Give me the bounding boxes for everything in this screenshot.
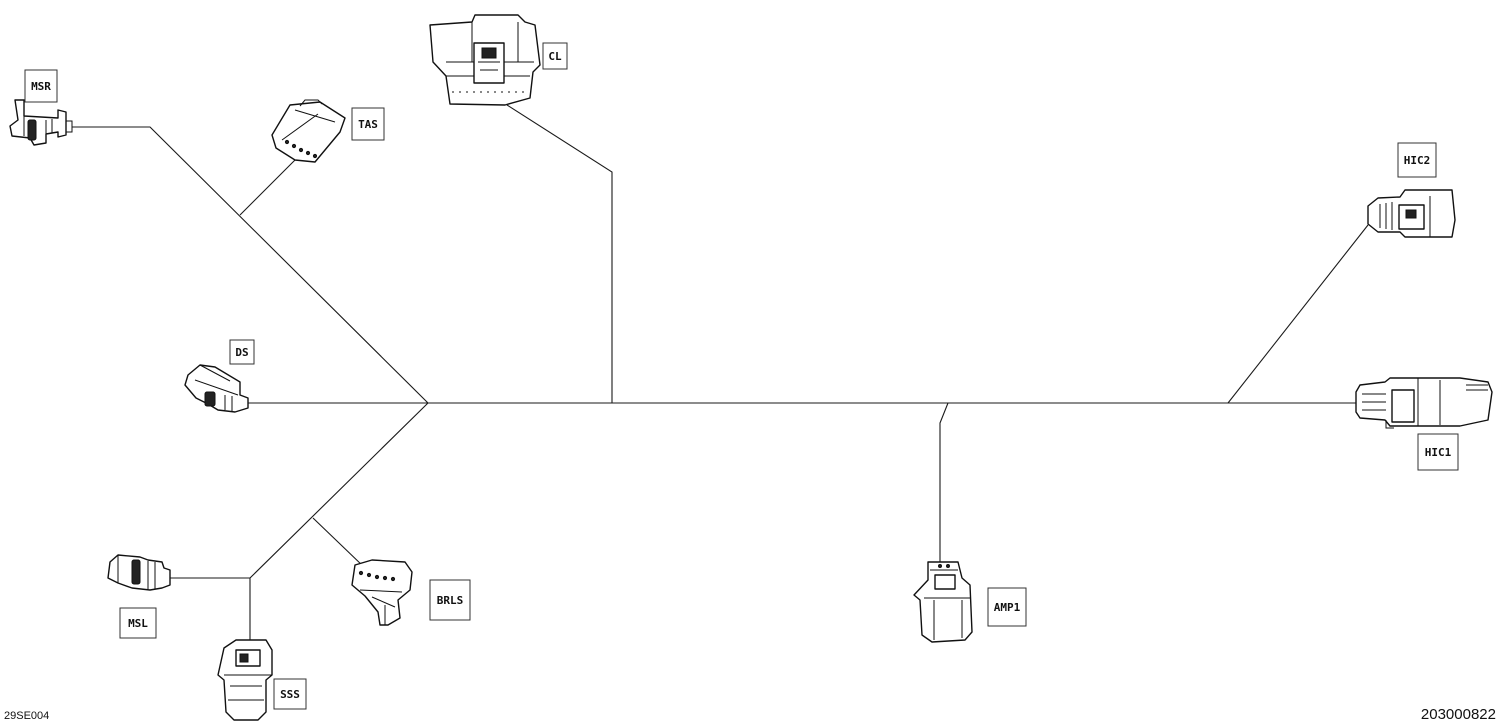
label-cl: CL (542, 42, 568, 70)
wire-tas (239, 151, 304, 216)
label-amp1: AMP1 (987, 587, 1027, 627)
harness-wires (72, 104, 1369, 640)
connector-msr (9, 99, 73, 146)
connector-brls (351, 559, 413, 626)
wire-cl (506, 104, 613, 403)
figure-code-left: 29SE004 (4, 710, 50, 722)
label-ds: DS (229, 339, 255, 365)
label-sss: SSS (273, 678, 307, 710)
connector-hic2 (1367, 189, 1456, 238)
wire-hic2 (1227, 224, 1369, 404)
label-msl: MSL (119, 607, 157, 639)
label-msr-text: MSR (31, 80, 51, 93)
connector-ds (184, 364, 249, 413)
label-tas-text: TAS (358, 118, 378, 131)
wire-msr (72, 126, 429, 404)
label-hic2-text: HIC2 (1404, 154, 1431, 167)
label-brls-text: BRLS (437, 594, 464, 607)
label-msl-text: MSL (128, 617, 148, 630)
label-amp1-text: AMP1 (994, 601, 1021, 614)
label-brls: BRLS (429, 579, 471, 621)
label-hic1: HIC1 (1417, 433, 1459, 471)
connector-tas (271, 99, 346, 163)
label-msr: MSR (24, 69, 58, 103)
wire-lower-branch (249, 402, 429, 640)
label-ds-text: DS (235, 346, 248, 359)
wire-brls (312, 517, 365, 568)
label-hic1-text: HIC1 (1425, 446, 1452, 459)
label-cl-text: CL (548, 50, 562, 63)
label-sss-text: SSS (280, 688, 300, 701)
figure-code-right: 203000822 (1420, 706, 1496, 723)
label-tas: TAS (351, 107, 385, 141)
connector-hic1 (1355, 377, 1493, 429)
wire-amp1 (939, 402, 949, 565)
connector-msl (107, 554, 171, 591)
label-hic2: HIC2 (1397, 142, 1437, 178)
connector-cl (429, 14, 541, 106)
connector-amp1 (913, 561, 973, 643)
connector-sss (217, 639, 273, 721)
